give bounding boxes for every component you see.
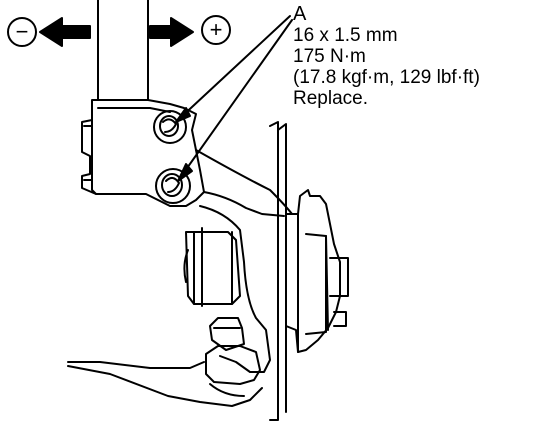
- minus-symbol: −: [16, 19, 29, 44]
- bolt-size-label: 16 x 1.5 mm: [293, 25, 398, 46]
- left-arrow-icon: [39, 17, 91, 47]
- plus-adjust-indicator: +: [149, 15, 231, 47]
- strut-tube: [97, 0, 149, 101]
- callout-letter: A: [293, 3, 307, 25]
- replace-instruction: Replace.: [293, 88, 368, 109]
- minus-adjust-indicator: −: [7, 17, 91, 47]
- callout-leaders: [175, 15, 293, 182]
- lower-bolt: [155, 168, 191, 204]
- lower-control-arm: [67, 317, 263, 407]
- right-arrow-icon: [149, 17, 194, 47]
- minus-circle-icon: [7, 17, 37, 47]
- torque-nm-label: 175 N·m: [293, 46, 366, 67]
- upper-bolt: [153, 110, 187, 144]
- strut-bracket: [81, 99, 293, 217]
- brake-disc: [269, 121, 349, 421]
- bolt-spec-callout: A 16 x 1.5 mm 175 N·m (17.8 kgf·m, 129 l…: [293, 4, 480, 109]
- steering-knuckle: [183, 205, 271, 373]
- torque-alt-units-label: (17.8 kgf·m, 129 lbf·ft): [293, 67, 480, 88]
- plus-symbol: +: [210, 17, 223, 42]
- plus-circle-icon: [201, 15, 231, 45]
